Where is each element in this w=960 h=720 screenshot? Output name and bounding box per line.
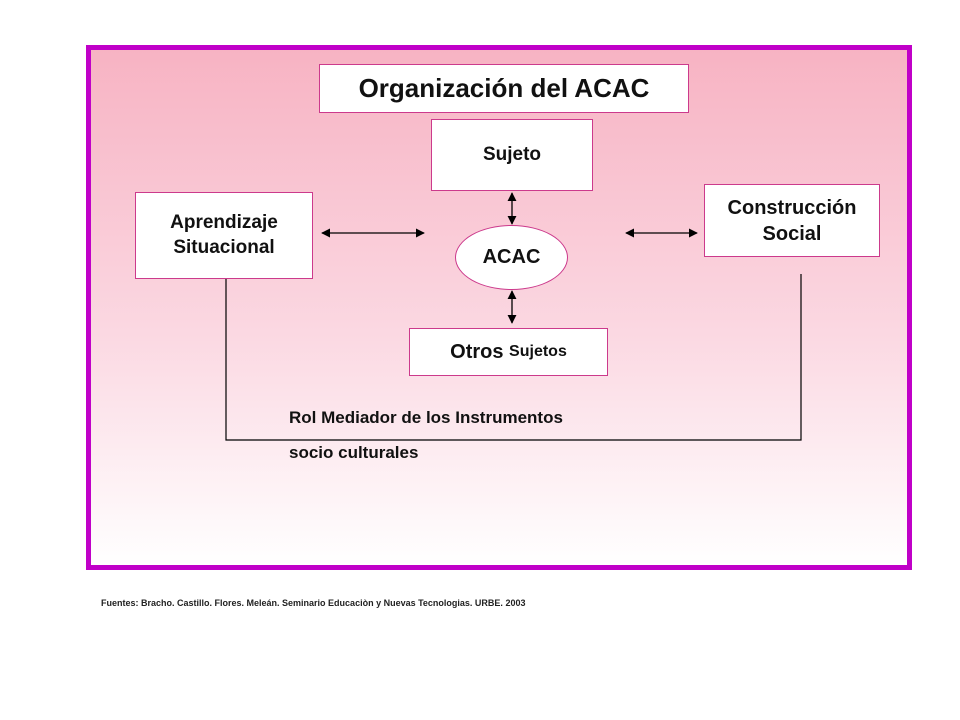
diagram-title-text: Organización del ACAC [358,72,650,103]
node-sujeto-label: Sujeto [482,143,542,165]
node-sujeto: Sujeto [431,119,593,191]
node-aprendizaje-line1: Aprendizaje [170,211,278,233]
diagram-title: Organización del ACAC [319,64,689,113]
node-construccion-social: Construcción Social [704,184,880,257]
node-aprendizaje-line2: Situacional [173,236,275,258]
rol-mediador-line2: socio culturales [289,443,419,462]
bracket-line-rol-mediador [225,274,802,441]
node-aprendizaje-situacional: Aprendizaje Situacional [135,192,313,279]
source-citation: Fuentes: Bracho. Castillo. Flores. Meleá… [101,598,526,608]
node-acac: ACAC [455,225,568,290]
rol-mediador-line1: Rol Mediador de los Instrumentos [289,408,563,427]
node-otros-small: Sujetos [509,342,567,360]
node-otros-main: Otros [450,341,504,363]
node-acac-label: ACAC [482,246,541,268]
node-construccion-line1: Construcción [727,196,857,219]
rol-mediador-text: Rol Mediador de los Instrumentos socio c… [289,400,563,470]
node-construccion-line2: Social [762,222,822,245]
node-otros-sujetos: Otros Sujetos [409,328,608,376]
